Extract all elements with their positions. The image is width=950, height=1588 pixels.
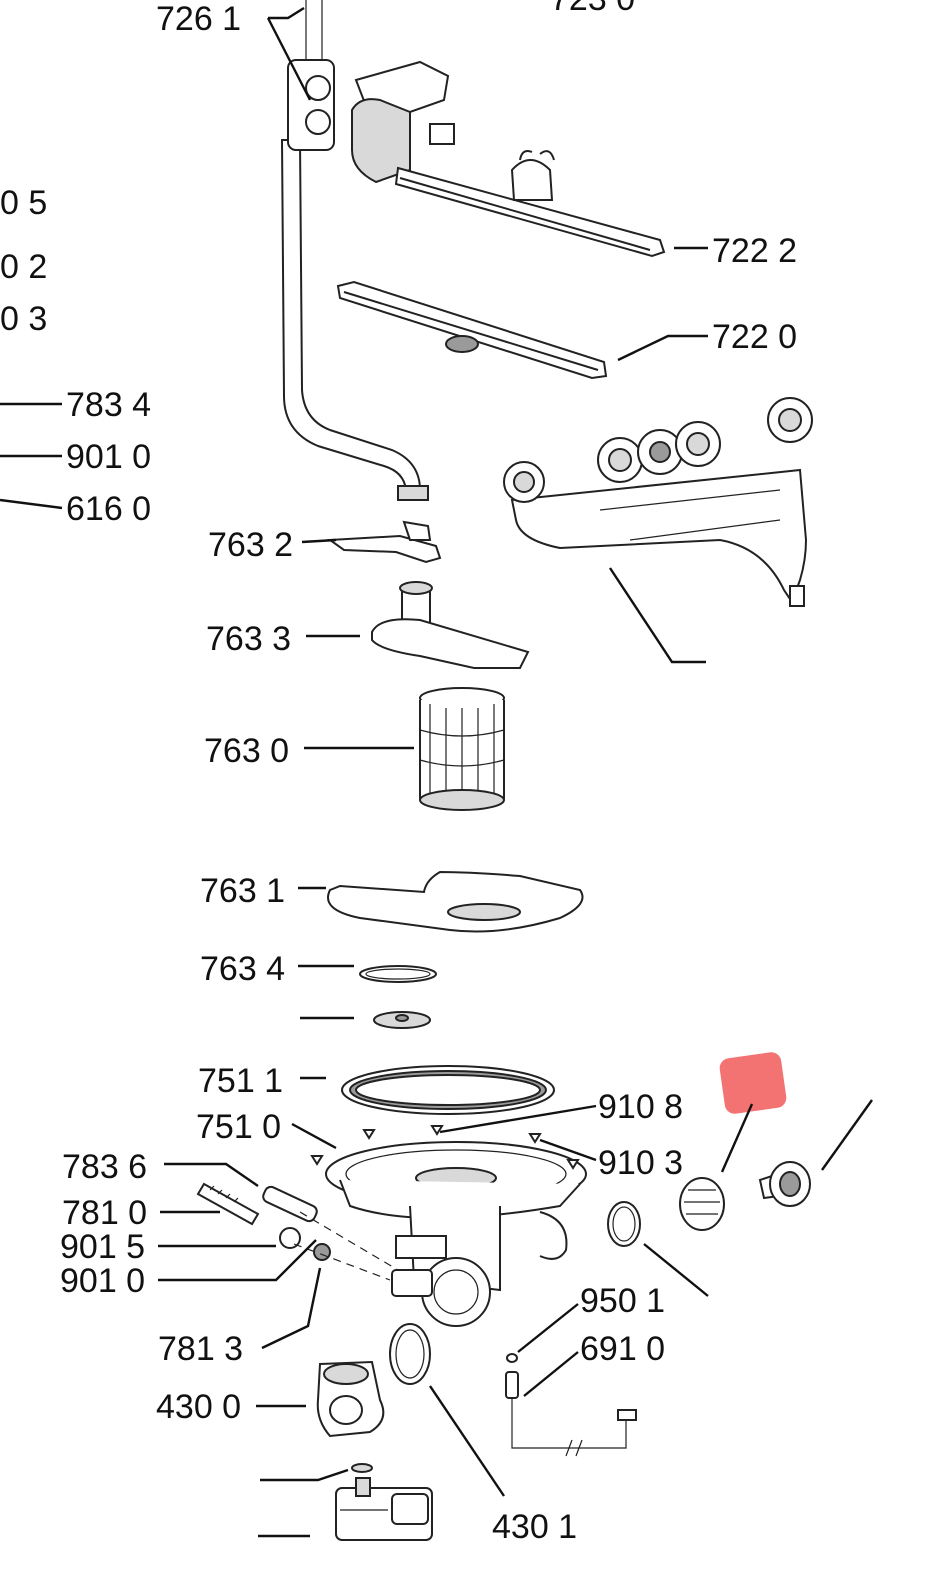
sump-gasket-part [341,1065,555,1115]
circulation-pump-part [316,1360,385,1438]
label-901-0-bottom: 901 0 [60,1262,145,1300]
label-616-0: 616 0 [66,490,151,528]
sealing-ring-part [359,965,437,983]
label-901-5: 901 5 [60,1228,145,1266]
leader-lines [0,6,873,1538]
level-sensor-part [505,1353,637,1457]
label-781-0: 781 0 [62,1194,147,1232]
label-901-0-top: 901 0 [66,438,151,476]
label-430-1: 430 1 [492,1508,577,1546]
drain-pump-part [335,1463,433,1541]
part-labels: 726 1 723 0 0 5 0 2 0 3 722 2 722 0 783 … [0,0,797,1546]
label-430-0: 430 0 [156,1388,241,1426]
label-910-8: 910 8 [598,1088,683,1126]
spray-manifold-part [503,397,813,607]
label-763-3: 763 3 [206,620,291,658]
label-751-1: 751 1 [198,1062,283,1100]
label-763-4: 763 4 [200,950,285,988]
filter-clip-part [327,520,442,564]
label-0-3: 0 3 [0,300,47,338]
label-726-1: 726 1 [156,0,241,38]
label-763-0: 763 0 [204,732,289,770]
coarse-filter-part [371,581,530,669]
lower-spray-arm-part [336,280,608,380]
drain-caps-part [679,1161,811,1231]
label-723-0: 723 0 [550,0,635,18]
label-691-0: 691 0 [580,1330,665,1368]
label-781-3: 781 3 [158,1330,243,1368]
label-722-0: 722 0 [712,318,797,356]
label-910-3: 910 3 [598,1144,683,1182]
highlight-marker [719,1052,787,1114]
label-763-2: 763 2 [208,526,293,564]
flat-filter-part [327,870,584,933]
label-751-0: 751 0 [196,1108,281,1146]
o-ring-part [389,1201,641,1385]
sensor-assembly-part [196,1182,399,1281]
small-disk-part [373,1011,431,1029]
label-783-6: 783 6 [62,1148,147,1186]
label-783-4: 783 4 [66,386,151,424]
label-0-5: 0 5 [0,184,47,222]
label-950-1: 950 1 [580,1282,665,1320]
label-0-2: 0 2 [0,248,47,286]
label-763-1: 763 1 [200,872,285,910]
label-722-2: 722 2 [712,232,797,270]
sump-part [310,1125,587,1327]
upper-spray-arm-part [351,60,666,258]
feed-pipe-part [280,0,429,501]
micro-filter-part [419,687,505,811]
